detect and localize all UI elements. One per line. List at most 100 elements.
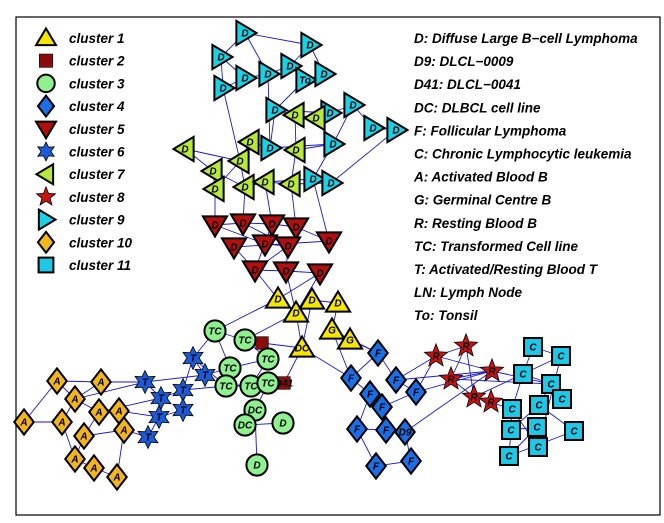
- node-label: T: [156, 413, 163, 424]
- abbreviation-8: R: Resting Blood B: [414, 216, 537, 231]
- node-cluster-6: T: [194, 362, 216, 388]
- node-marker-cluster-9: [213, 74, 237, 102]
- node-marker-cluster-8: [453, 332, 479, 357]
- node-label: A: [94, 408, 102, 419]
- legend-label-cluster-11: cluster 11: [69, 258, 131, 273]
- node-marker-cluster-7: [199, 157, 223, 185]
- node-label: D: [211, 221, 218, 232]
- node-cluster-9: D: [386, 116, 410, 144]
- node-label: R: [488, 367, 496, 378]
- legend-marker-cluster-8: [35, 185, 57, 206]
- node-cluster-5: D: [282, 217, 310, 241]
- node-marker-cluster-8: [479, 357, 505, 382]
- legend-marker-cluster-2: [39, 53, 53, 68]
- node-cluster-10: A: [50, 407, 74, 437]
- legend-label-cluster-7: cluster 7: [69, 167, 126, 182]
- node-label: C: [547, 380, 555, 391]
- node-label: D: [292, 309, 299, 320]
- node-marker-cluster-6: [148, 404, 170, 430]
- node-marker-cluster-5: [274, 236, 302, 260]
- node-label: D: [266, 144, 273, 155]
- node-marker-cluster-1: [324, 289, 352, 313]
- node-cluster-4: F: [345, 414, 369, 444]
- node-cluster-8: R: [479, 357, 505, 382]
- node-cluster-9: D: [235, 19, 259, 47]
- node-marker-cluster-7: [231, 173, 255, 201]
- node-cluster-4: F: [374, 415, 398, 445]
- legend-marker-cluster-5: [34, 120, 58, 141]
- node-marker-cluster-9: [300, 31, 324, 59]
- node-label: D: [241, 183, 248, 194]
- node-label: To: [299, 76, 311, 87]
- node-label: TC: [208, 327, 222, 338]
- node-cluster-11: C: [499, 446, 519, 466]
- node-marker-cluster-9: [235, 64, 259, 92]
- legend-item-cluster-7: cluster 7: [34, 162, 126, 186]
- node-cluster-9: D: [265, 96, 289, 124]
- node-marker-cluster-7: [281, 101, 305, 129]
- node-marker-cluster-3: [256, 347, 280, 371]
- edge-3: [244, 32, 311, 46]
- legend-label-cluster-2: cluster 2: [69, 54, 125, 69]
- node-marker-cluster-9: [321, 169, 345, 197]
- node-marker-cluster-3: [233, 328, 257, 352]
- node-label: T: [190, 354, 197, 365]
- node-marker-cluster-10: [50, 407, 74, 437]
- node-label: D: [219, 84, 226, 95]
- node-marker-cluster-7: [302, 104, 326, 132]
- node-marker-cluster-10: [63, 384, 87, 414]
- node-marker-cluster-4: [404, 377, 428, 407]
- node-cluster-9: D: [258, 60, 282, 88]
- node-cluster-8: R: [461, 383, 487, 408]
- node-marker-cluster-1: [288, 334, 316, 358]
- edge-58: [277, 272, 321, 300]
- node-marker-cluster-4: [374, 415, 398, 445]
- abbreviation-6: A: Activated Blood B: [413, 170, 548, 185]
- node-label: C: [558, 395, 566, 406]
- node-marker-cluster-7: [236, 128, 260, 156]
- node-label: C: [505, 452, 513, 463]
- node-marker-cluster-10: [87, 397, 111, 427]
- edge-121: [74, 381, 146, 400]
- node-cluster-6: T: [134, 369, 156, 395]
- node-label: F: [375, 349, 382, 360]
- node-cluster-7: D: [277, 170, 301, 198]
- node-label: D: [369, 124, 376, 135]
- node-marker-cluster-5: [258, 214, 286, 238]
- node-label: TC: [238, 336, 252, 347]
- node-label: D: [246, 138, 253, 149]
- node-marker-cluster-3: [233, 413, 257, 437]
- node-cluster-7: D: [282, 136, 306, 164]
- legend-item-cluster-5: cluster 5: [34, 120, 125, 141]
- node-marker-cluster-5: [201, 215, 229, 239]
- node-label: F: [408, 457, 415, 468]
- node-cluster-1: DC: [288, 334, 316, 358]
- node-label: C: [529, 343, 537, 354]
- node-cluster-9: D: [300, 31, 324, 59]
- node-label: A: [89, 464, 97, 475]
- node-cluster-3: DC: [233, 413, 257, 437]
- node-label: F: [367, 390, 374, 401]
- node-marker-cluster-10: [82, 453, 106, 483]
- node-cluster-11: C: [551, 346, 571, 366]
- node-label: R: [470, 393, 478, 404]
- node-label: F: [373, 462, 380, 473]
- node-cluster-4: F: [339, 363, 363, 393]
- node-cluster-10: A: [72, 421, 96, 451]
- legend-label-cluster-3: cluster 3: [69, 76, 125, 91]
- node-cluster-10: A: [112, 415, 136, 445]
- node-label: D: [316, 269, 323, 280]
- node-cluster-5: D: [274, 236, 302, 260]
- node-cluster-4: F: [366, 338, 390, 368]
- abbreviation-9: TC: Transformed Cell line: [414, 239, 579, 254]
- node-marker-cluster-7: [226, 147, 250, 175]
- node-marker-cluster-11: [541, 374, 561, 394]
- node-label: D: [239, 219, 246, 230]
- node-cluster-7: D: [236, 128, 260, 156]
- node-cluster-10: A: [82, 453, 106, 483]
- node-marker-cluster-9: [303, 165, 327, 193]
- node-cluster-9: D: [235, 64, 259, 92]
- legend-item-cluster-9: cluster 9: [37, 207, 125, 232]
- node-cluster-3: TC: [214, 374, 238, 398]
- node-marker-cluster-7: [171, 135, 195, 163]
